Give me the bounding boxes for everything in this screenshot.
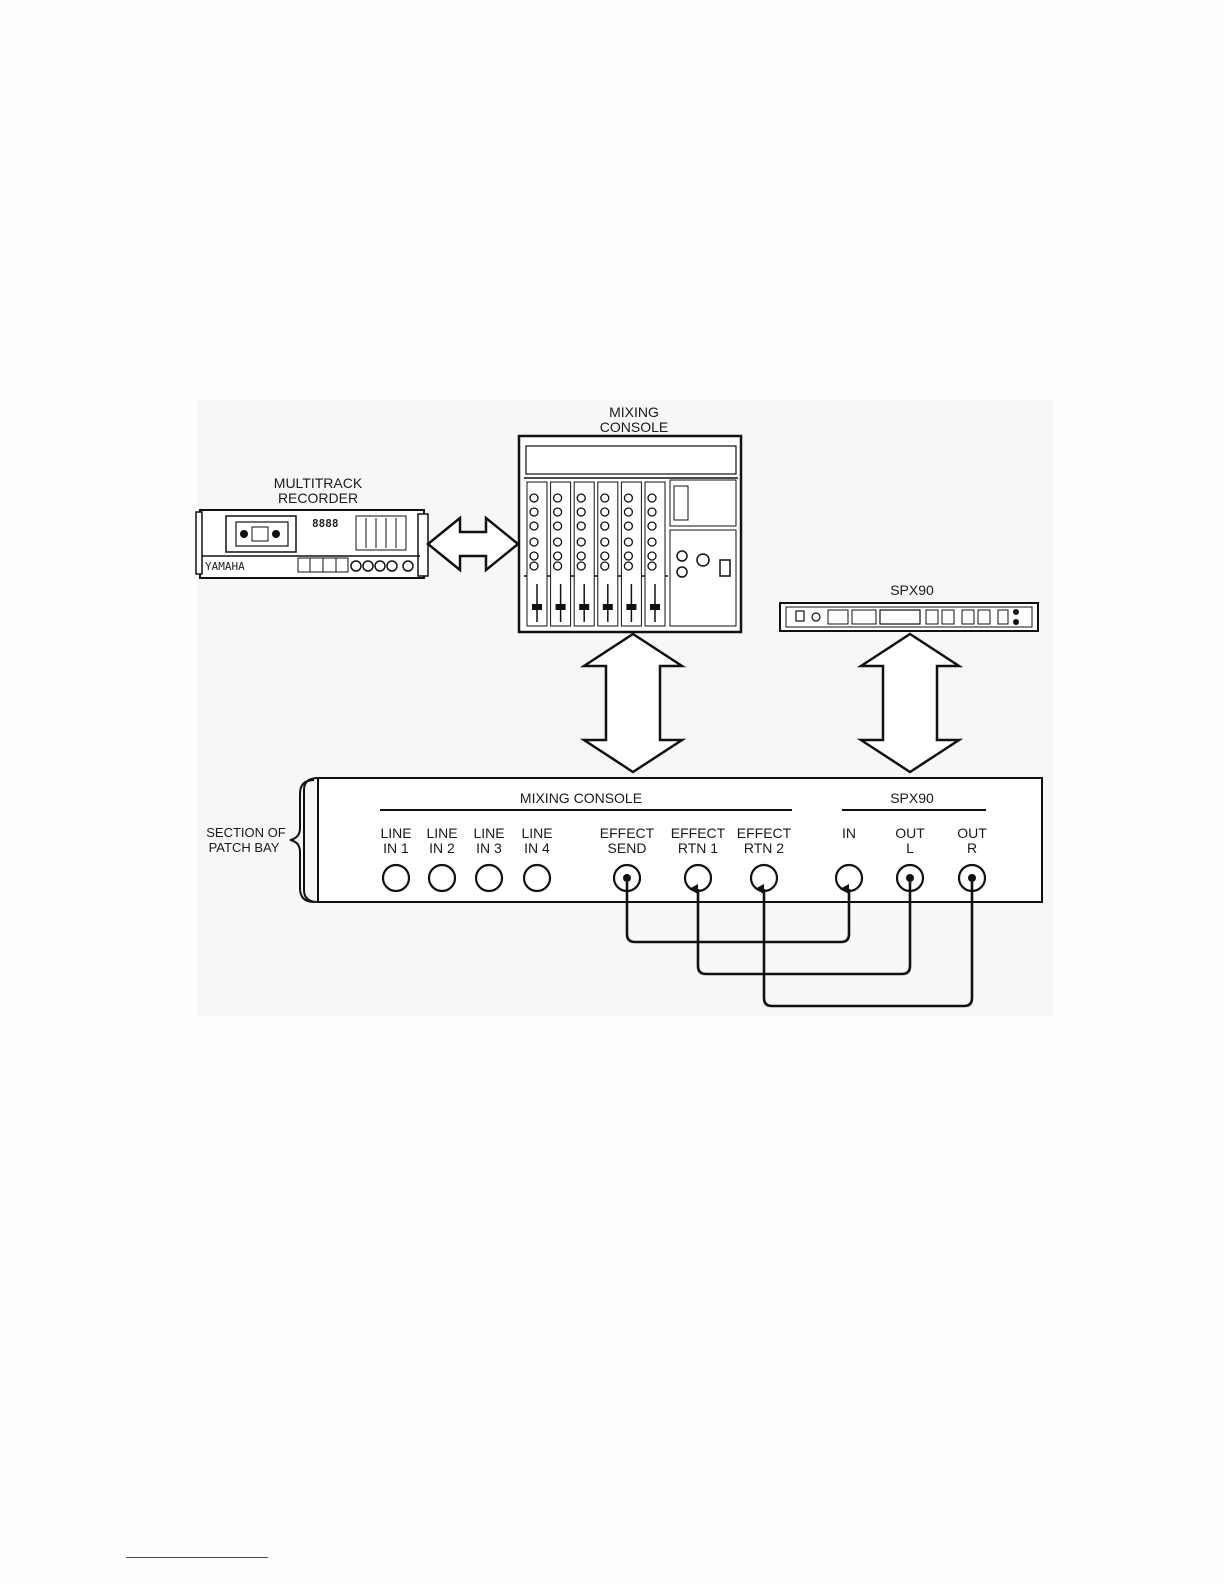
- jack-label-line-in-3: IN 3: [476, 840, 502, 856]
- console-knob: [577, 522, 585, 530]
- console-knob: [624, 538, 632, 546]
- patch-group-spx: SPX90: [890, 790, 934, 806]
- console-knob: [554, 552, 562, 560]
- console-knob: [577, 508, 585, 516]
- console-knob: [648, 508, 656, 516]
- jack-spx-in[interactable]: [836, 865, 862, 891]
- jack-label-line-in-2: IN 2: [429, 840, 455, 856]
- console-fader-cap: [650, 604, 660, 610]
- mixing-console: MIXING CONSOLE: [519, 404, 741, 632]
- console-knob: [530, 508, 538, 516]
- console-knob: [624, 522, 632, 530]
- spx-patchbay-arrow: [861, 634, 959, 772]
- jack-label-effect-rtn-1: EFFECT: [671, 825, 726, 841]
- jack-label-effect-send: EFFECT: [600, 825, 655, 841]
- console-knob: [554, 562, 562, 570]
- jack-label-effect-rtn-1: RTN 1: [678, 840, 718, 856]
- console-knob: [624, 494, 632, 502]
- jack-label-effect-send: SEND: [608, 840, 647, 856]
- jack-label-line-in-4: LINE: [521, 825, 552, 841]
- console-knob: [554, 508, 562, 516]
- console-fader-cap: [556, 604, 566, 610]
- jack-label-spx-out-l: L: [906, 840, 914, 856]
- jack-line-in-1[interactable]: [383, 865, 409, 891]
- console-patchbay-arrow: [584, 634, 682, 772]
- jack-label-spx-out-r: R: [967, 840, 977, 856]
- console-knob: [577, 538, 585, 546]
- console-knob: [577, 562, 585, 570]
- multitrack-recorder: MULTITRACK RECORDER 8888 YAMAHA: [196, 475, 428, 578]
- recorder-display: 8888: [312, 517, 339, 530]
- console-label-line2: CONSOLE: [600, 419, 668, 435]
- console-knob: [530, 522, 538, 530]
- jack-label-line-in-1: LINE: [380, 825, 411, 841]
- console-knob: [648, 552, 656, 560]
- jack-label-spx-in: IN: [842, 825, 856, 841]
- console-knob: [648, 538, 656, 546]
- jack-effect-rtn-1[interactable]: [685, 865, 711, 891]
- console-knob: [648, 494, 656, 502]
- console-label-line1: MIXING: [609, 404, 659, 420]
- recorder-console-arrow: [428, 518, 518, 570]
- console-knob: [601, 562, 609, 570]
- jack-label-line-in-2: LINE: [426, 825, 457, 841]
- jack-line-in-3[interactable]: [476, 865, 502, 891]
- console-knob: [601, 552, 609, 560]
- console-knob: [601, 508, 609, 516]
- console-knob: [601, 494, 609, 502]
- console-knob: [530, 494, 538, 502]
- console-knob: [624, 552, 632, 560]
- jack-plug-effect-send: [623, 874, 631, 882]
- console-fader-cap: [532, 604, 542, 610]
- patch-bay-side-line2: PATCH BAY: [209, 840, 280, 855]
- jack-label-spx-out-l: OUT: [895, 825, 925, 841]
- spx-label: SPX90: [890, 582, 934, 598]
- footnote-rule: [126, 1557, 268, 1558]
- console-knob: [601, 538, 609, 546]
- console-knob: [601, 522, 609, 530]
- console-knob: [530, 562, 538, 570]
- console-fader-cap: [603, 604, 613, 610]
- console-knob: [624, 508, 632, 516]
- console-knob: [577, 494, 585, 502]
- console-knob: [577, 552, 585, 560]
- jack-label-line-in-4: IN 4: [524, 840, 550, 856]
- console-knob: [554, 494, 562, 502]
- recorder-label-line2: RECORDER: [278, 490, 358, 506]
- console-knob: [530, 552, 538, 560]
- console-knob: [648, 522, 656, 530]
- console-fader-cap: [579, 604, 589, 610]
- jack-effect-rtn-2[interactable]: [751, 865, 777, 891]
- jack-label-effect-rtn-2: RTN 2: [744, 840, 784, 856]
- jack-line-in-2[interactable]: [429, 865, 455, 891]
- patch-bay-side-line1: SECTION OF: [206, 825, 286, 840]
- recorder-brand: YAMAHA: [205, 560, 245, 573]
- console-knob: [554, 522, 562, 530]
- console-fader-cap: [626, 604, 636, 610]
- console-knob: [530, 538, 538, 546]
- console-knob: [648, 562, 656, 570]
- patch-bay-brace: [290, 780, 314, 902]
- console-knob: [624, 562, 632, 570]
- console-knob: [554, 538, 562, 546]
- spx90-unit: SPX90: [780, 582, 1038, 631]
- jack-label-effect-rtn-2: EFFECT: [737, 825, 792, 841]
- jack-label-line-in-1: IN 1: [383, 840, 409, 856]
- recorder-label-line1: MULTITRACK: [274, 475, 363, 491]
- jack-label-line-in-3: LINE: [473, 825, 504, 841]
- jack-line-in-4[interactable]: [524, 865, 550, 891]
- patch-group-console: MIXING CONSOLE: [520, 790, 642, 806]
- jack-label-spx-out-r: OUT: [957, 825, 987, 841]
- jack-plug-spx-out-l: [906, 874, 914, 882]
- jack-plug-spx-out-r: [968, 874, 976, 882]
